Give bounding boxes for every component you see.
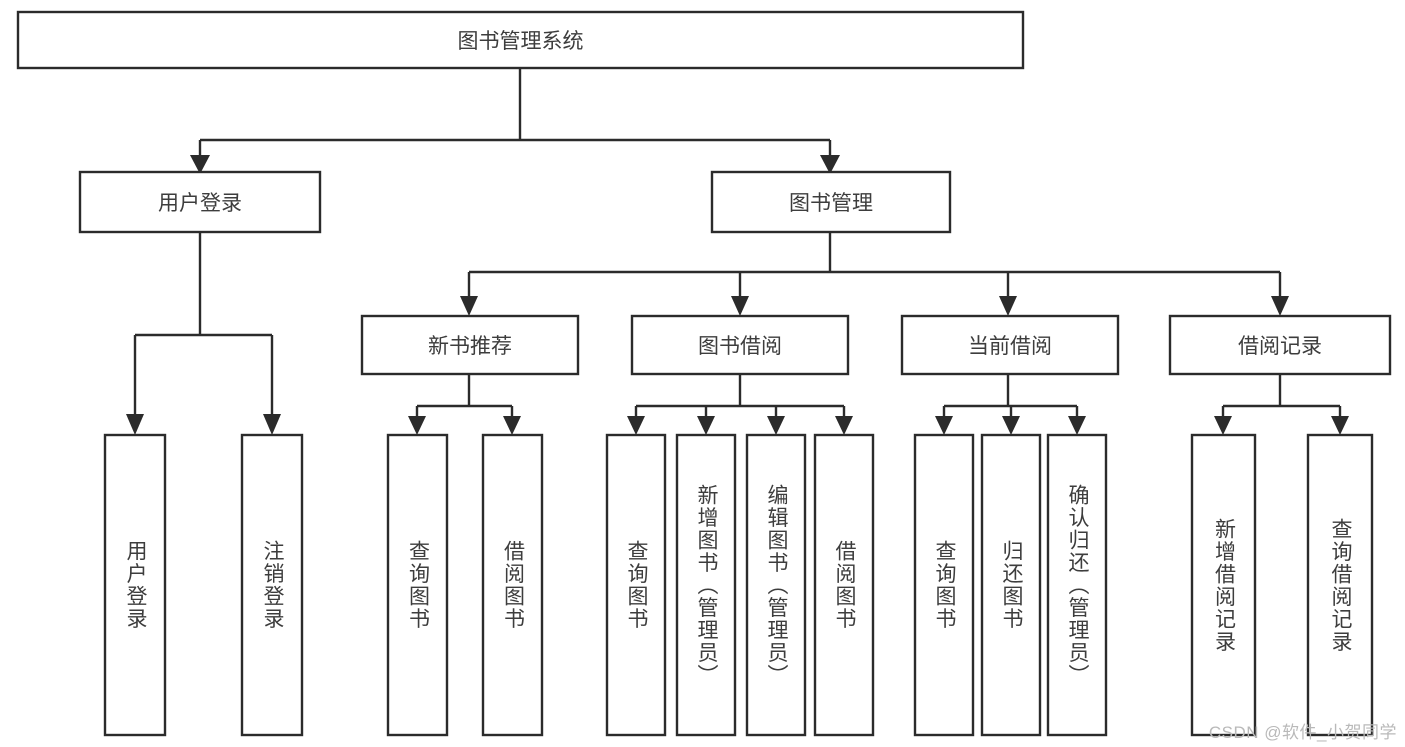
node-box-new-book-recommend[interactable] <box>360 314 580 376</box>
node-box-leaf-new-book-1[interactable] <box>481 433 544 737</box>
arrow-head-book-c1 <box>460 296 478 316</box>
node-box-book-borrow[interactable] <box>630 314 850 376</box>
connector-group-book-manage <box>460 232 1289 316</box>
node-box-leaf-book-borrow-0[interactable] <box>605 433 667 737</box>
arrow-head-book-c2 <box>731 296 749 316</box>
arrow-head-newbook-l2 <box>503 416 521 435</box>
connector-group-new-book <box>408 374 521 435</box>
node-box-leaf-book-borrow-2[interactable] <box>745 433 807 737</box>
arrow-head-book-c4 <box>1271 296 1289 316</box>
node-box-leaf-current-borrow-1[interactable] <box>980 433 1042 737</box>
node-box-leaf-book-borrow-1[interactable] <box>675 433 737 737</box>
arrow-head-borrow-l3 <box>767 416 785 435</box>
arrow-head-current-l2 <box>1002 416 1020 435</box>
arrow-head-book-c3 <box>999 296 1017 316</box>
node-box-current-borrow[interactable] <box>900 314 1120 376</box>
node-box-leaf-user-login-1[interactable] <box>240 433 304 737</box>
connector-group-book-borrow <box>627 374 853 435</box>
arrow-head-user-leaf2 <box>263 414 281 435</box>
node-box-leaf-user-login-0[interactable] <box>103 433 167 737</box>
arrow-head-user-leaf1 <box>126 414 144 435</box>
node-box-leaf-borrow-record-0[interactable] <box>1190 433 1257 737</box>
arrow-head-borrow-l2 <box>697 416 715 435</box>
arrow-head-newbook-l1 <box>408 416 426 435</box>
arrow-head-current-l1 <box>935 416 953 435</box>
node-box-leaf-current-borrow-2[interactable] <box>1046 433 1108 737</box>
arrow-head-root-to-user <box>190 155 210 174</box>
node-box-leaf-book-borrow-3[interactable] <box>813 433 875 737</box>
node-box-leaf-current-borrow-0[interactable] <box>913 433 975 737</box>
connector-group-root <box>190 68 840 174</box>
node-box-leaf-borrow-record-1[interactable] <box>1306 433 1374 737</box>
arrow-head-record-l2 <box>1331 416 1349 435</box>
connector-group-borrow-record <box>1214 374 1349 435</box>
node-box-book-manage[interactable] <box>710 170 952 234</box>
arrow-head-record-l1 <box>1214 416 1232 435</box>
node-box-user-login[interactable] <box>78 170 322 234</box>
node-box-borrow-record[interactable] <box>1168 314 1392 376</box>
connector-group-current-borrow <box>935 374 1086 435</box>
arrow-head-borrow-l1 <box>627 416 645 435</box>
node-box-root[interactable] <box>16 10 1025 70</box>
arrow-head-borrow-l4 <box>835 416 853 435</box>
arrow-head-current-l3 <box>1068 416 1086 435</box>
node-box-leaf-new-book-0[interactable] <box>386 433 449 737</box>
arrow-head-root-to-book <box>820 155 840 174</box>
connector-group-user-login <box>126 232 281 435</box>
